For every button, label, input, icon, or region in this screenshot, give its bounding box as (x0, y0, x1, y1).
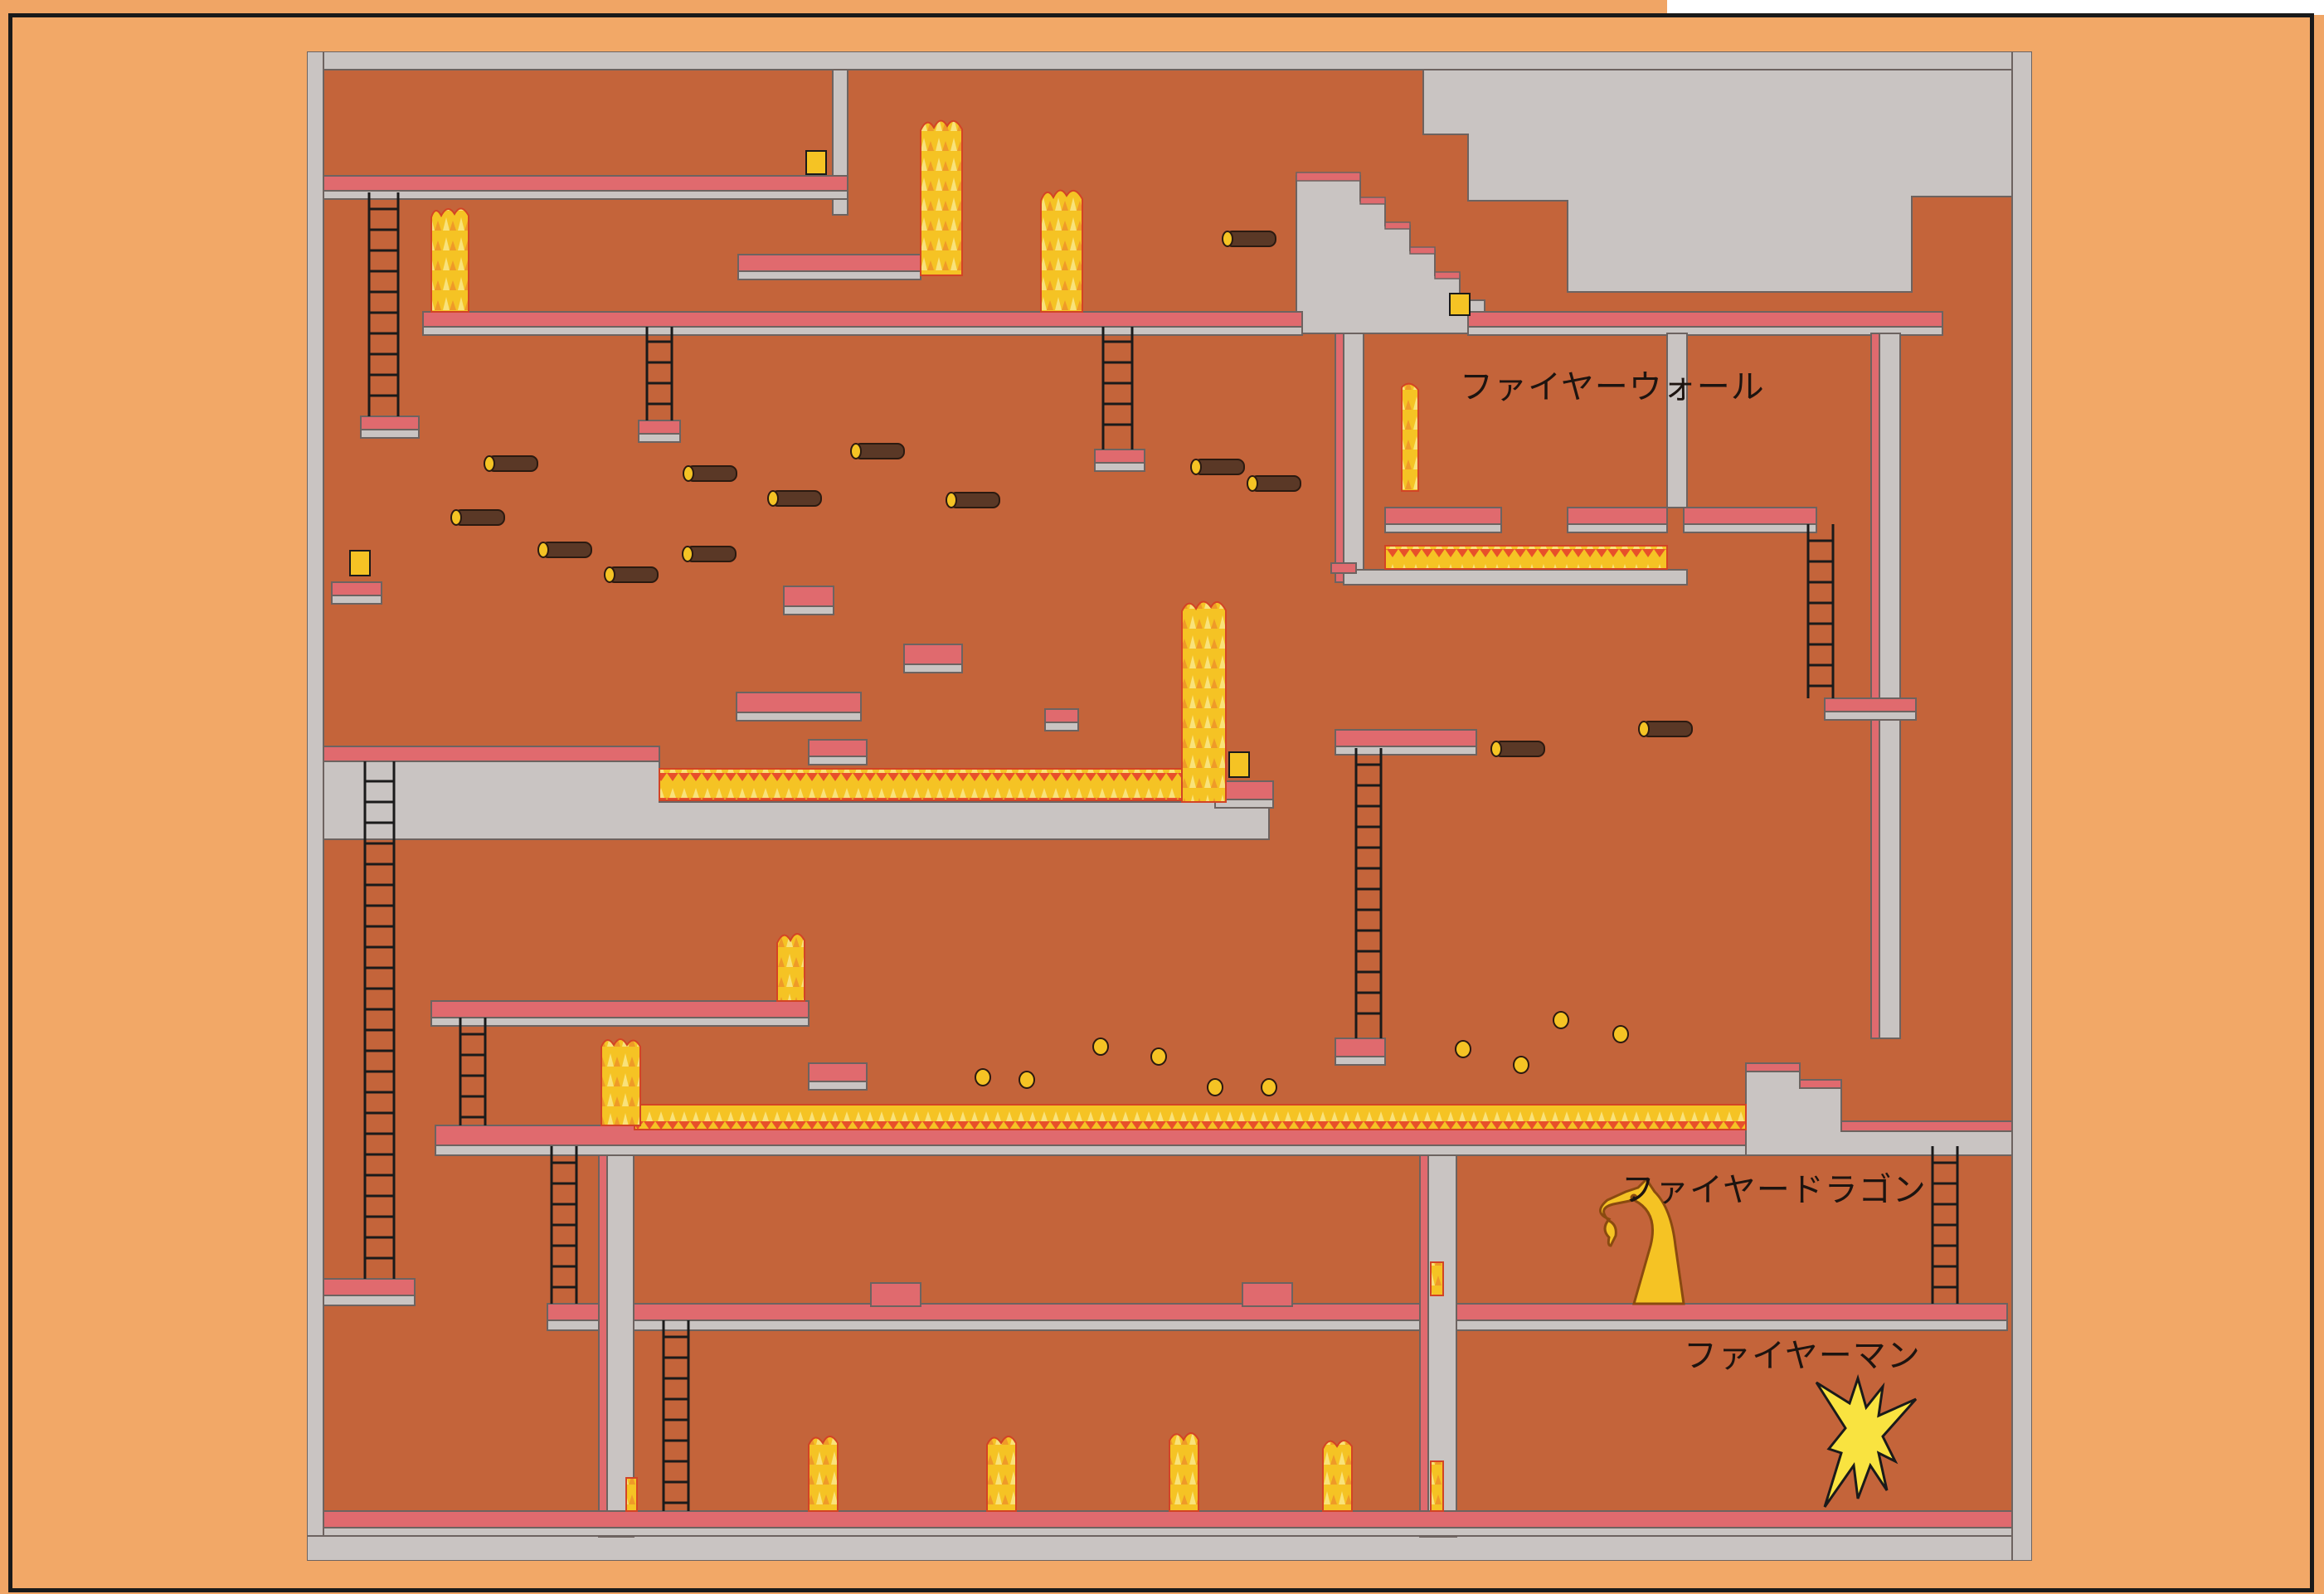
item-box-icon (1450, 294, 1470, 315)
log-platform-icon (683, 547, 736, 561)
log-platform-icon (484, 456, 537, 471)
fire-pillar-icon (1169, 1433, 1198, 1511)
fire-pillar-icon (777, 934, 805, 1001)
log-platform-icon (946, 493, 999, 508)
item-box-icon (806, 151, 826, 174)
log-platform-icon (538, 542, 591, 557)
item-box-icon (350, 551, 370, 576)
lava-pool-icon (1385, 546, 1667, 569)
fire-pillar-icon (1182, 601, 1226, 802)
stage-map: ファイヤーウォール ファイヤードラゴン ファイヤーマン (307, 51, 2032, 1561)
fire-pillar-icon (809, 1436, 838, 1511)
log-platform-icon (1223, 231, 1276, 246)
fire-pillar-icon (1402, 384, 1418, 491)
lava-pool-icon (659, 769, 1215, 800)
log-platform-icon (1491, 741, 1544, 756)
fire-wall-label: ファイヤーウォール (1460, 360, 1765, 408)
item-box-icon (1229, 752, 1249, 777)
lava-pool-icon (634, 1105, 1746, 1130)
fire-pillar-icon (601, 1039, 640, 1125)
fire-pillar-icon (626, 1478, 637, 1511)
fire-pillar-icon (1041, 190, 1082, 312)
fire-pillar-icon (1323, 1441, 1352, 1511)
fire-pillar-icon (431, 208, 469, 312)
log-platform-icon (851, 444, 904, 459)
log-platform-icon (1639, 722, 1692, 736)
log-platform-icon (768, 491, 821, 506)
log-platform-icon (683, 466, 737, 481)
fire-pillar-icon (921, 120, 962, 275)
fire-dragon-label: ファイヤードラゴン (1621, 1163, 1927, 1211)
fire-man-label: ファイヤーマン (1684, 1329, 1921, 1377)
log-platform-icon (451, 510, 504, 525)
fire-pillar-icon (1431, 1262, 1443, 1295)
fire-pillar-icon (987, 1436, 1016, 1511)
log-platform-icon (605, 567, 658, 582)
log-platform-icon (1191, 459, 1244, 474)
fire-pillar-icon (1431, 1461, 1443, 1511)
log-platform-icon (1247, 476, 1301, 491)
